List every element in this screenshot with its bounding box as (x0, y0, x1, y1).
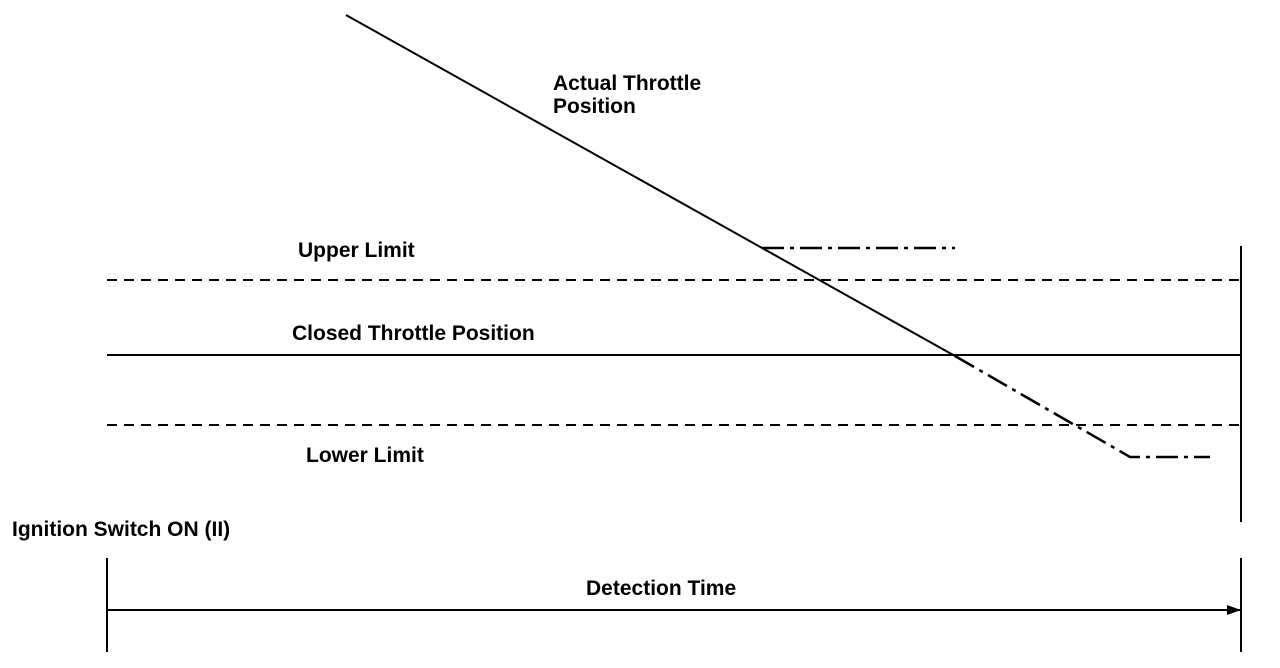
ignition-switch-label: Ignition Switch ON (II) (12, 518, 230, 541)
upper-limit-label: Upper Limit (298, 239, 415, 262)
actual-throttle-label-line2: Position (553, 95, 636, 118)
actual-throttle-projected-line (954, 354, 1210, 459)
lower-limit-label: Lower Limit (306, 444, 424, 467)
actual-throttle-line (345, 14, 956, 357)
closed-throttle-label: Closed Throttle Position (292, 322, 535, 345)
actual-throttle-label-line1: Actual Throttle (553, 72, 701, 95)
detection-time-label: Detection Time (586, 577, 736, 600)
